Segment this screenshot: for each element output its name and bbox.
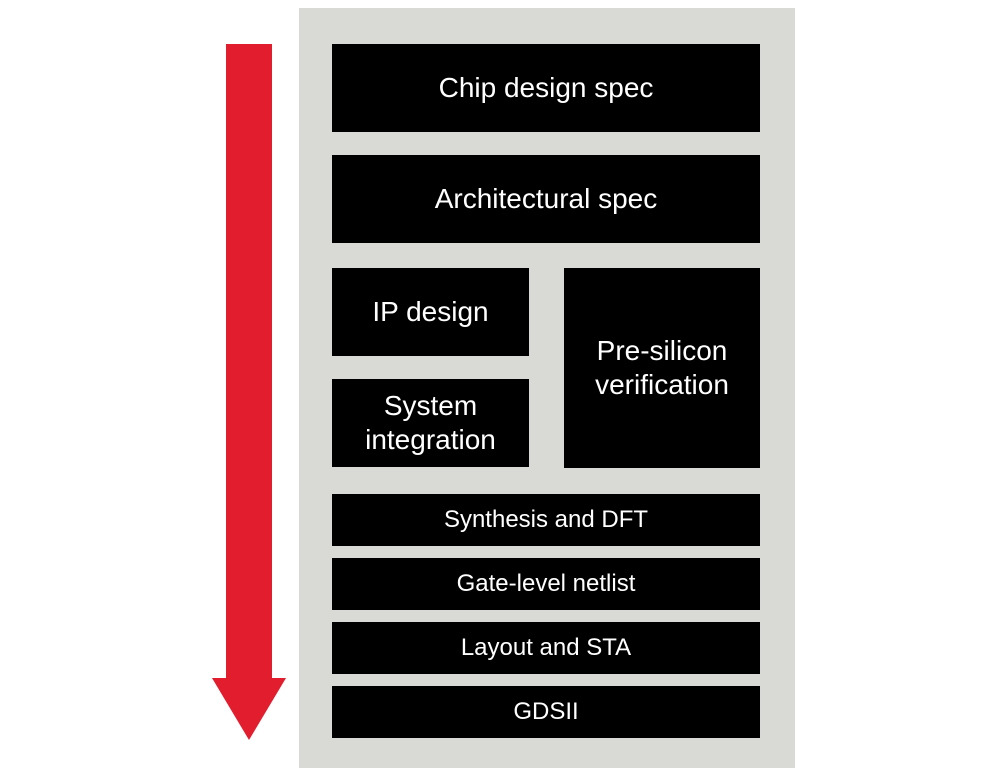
- pre-silicon-verification-line-2: verification: [595, 369, 729, 400]
- design-flow-panel: Chip design spec Architectural spec IP d…: [299, 8, 795, 768]
- system-integration-box: System integration: [332, 379, 529, 467]
- architectural-spec-label: Architectural spec: [434, 182, 658, 214]
- architectural-spec-box: Architectural spec: [332, 155, 760, 243]
- pre-silicon-verification-box: Pre-silicon verification: [564, 268, 760, 468]
- synthesis-and-dft-box: Synthesis and DFT: [332, 494, 760, 546]
- gdsii-box: GDSII: [332, 686, 760, 738]
- layout-and-sta-label: Layout and STA: [460, 634, 632, 662]
- pre-silicon-verification-line-1: Pre-silicon: [596, 334, 728, 366]
- ip-design-label: IP design: [372, 295, 489, 327]
- layout-and-sta-box: Layout and STA: [332, 622, 760, 674]
- system-integration-line-2: integration: [365, 424, 496, 455]
- ip-design-box: IP design: [332, 268, 529, 356]
- flow-down-arrow-shape: [212, 44, 286, 740]
- gate-level-netlist-box: Gate-level netlist: [332, 558, 760, 610]
- system-integration-line-1: System: [383, 389, 478, 421]
- synthesis-and-dft-label: Synthesis and DFT: [443, 506, 649, 534]
- gdsii-label: GDSII: [513, 698, 579, 726]
- chip-design-spec-label: Chip design spec: [438, 71, 654, 103]
- flow-down-arrow: [212, 44, 286, 740]
- chip-design-spec-box: Chip design spec: [332, 44, 760, 132]
- gate-level-netlist-label: Gate-level netlist: [456, 570, 636, 598]
